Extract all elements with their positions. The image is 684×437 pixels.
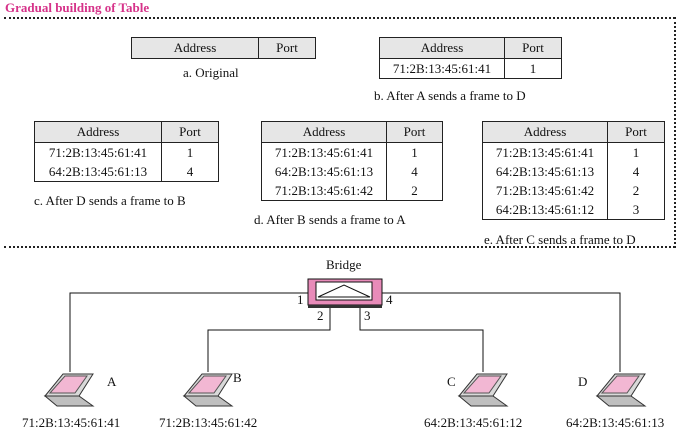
port-4-label: 4	[386, 292, 393, 307]
port-cell: 1	[607, 142, 665, 162]
laptop-icon	[182, 373, 234, 407]
station-c-name: C	[447, 374, 456, 389]
caption-a: a. Original	[183, 65, 239, 80]
caption-e: e. After C sends a frame to D	[484, 232, 636, 247]
address-cell: 71:2B:13:45:61:41	[379, 58, 505, 79]
port-header: Port	[607, 121, 665, 143]
address-cell: 64:2B:13:45:61:12	[482, 200, 608, 220]
table-group-border	[4, 17, 675, 248]
port-3-label: 3	[364, 308, 371, 323]
link-port1-A	[69, 292, 310, 372]
port-cell: 1	[386, 142, 443, 162]
port-cell: 4	[607, 162, 665, 181]
station-c-address: 64:2B:13:45:61:12	[424, 415, 523, 430]
port-cell: 2	[607, 181, 665, 200]
port-cell: 2	[386, 181, 443, 201]
bridge-device	[307, 278, 383, 308]
port-header: Port	[258, 37, 316, 59]
caption-b: b. After A sends a frame to D	[374, 88, 526, 103]
caption-c: c. After D sends a frame to B	[34, 193, 186, 208]
address-cell: 71:2B:13:45:61:41	[261, 142, 387, 162]
port-2-label: 2	[317, 308, 324, 323]
address-header: Address	[261, 121, 387, 143]
link-port4-D	[380, 292, 621, 372]
station-d-name: D	[578, 374, 588, 389]
station-a-address: 71:2B:13:45:61:41	[22, 415, 121, 430]
port-cell: 1	[161, 142, 219, 162]
port-header: Port	[504, 37, 562, 59]
address-cell: 64:2B:13:45:61:13	[482, 162, 608, 181]
station-b-name: B	[233, 370, 242, 385]
port-header: Port	[161, 121, 219, 143]
address-header: Address	[34, 121, 162, 143]
port-header: Port	[386, 121, 443, 143]
laptop-icon	[595, 373, 647, 407]
address-header: Address	[131, 37, 259, 59]
laptop-icon	[43, 373, 95, 407]
port-cell: 1	[504, 58, 562, 79]
address-cell: 64:2B:13:45:61:13	[34, 162, 162, 182]
station-b-address: 71:2B:13:45:61:42	[159, 415, 258, 430]
port-cell: 3	[607, 200, 665, 220]
section-title: Gradual building of Table	[5, 0, 150, 15]
address-cell: 71:2B:13:45:61:41	[482, 142, 608, 162]
address-cell: 71:2B:13:45:61:42	[482, 181, 608, 200]
station-a-name: A	[107, 374, 117, 389]
laptop-icon	[457, 373, 509, 407]
bridge-label: Bridge	[326, 257, 362, 272]
address-header: Address	[379, 37, 505, 59]
port-cell: 4	[161, 162, 219, 182]
address-cell: 64:2B:13:45:61:13	[261, 162, 387, 181]
link-port2-B	[207, 308, 331, 372]
table-group-border-right	[674, 17, 676, 248]
port-1-label: 1	[297, 292, 304, 307]
link-port3-C	[359, 308, 484, 372]
address-cell: 71:2B:13:45:61:41	[34, 142, 162, 162]
address-cell: 71:2B:13:45:61:42	[261, 181, 387, 201]
address-header: Address	[482, 121, 608, 143]
caption-d: d. After B sends a frame to A	[254, 212, 406, 227]
station-d-address: 64:2B:13:45:61:13	[566, 415, 665, 430]
port-cell: 4	[386, 162, 443, 181]
